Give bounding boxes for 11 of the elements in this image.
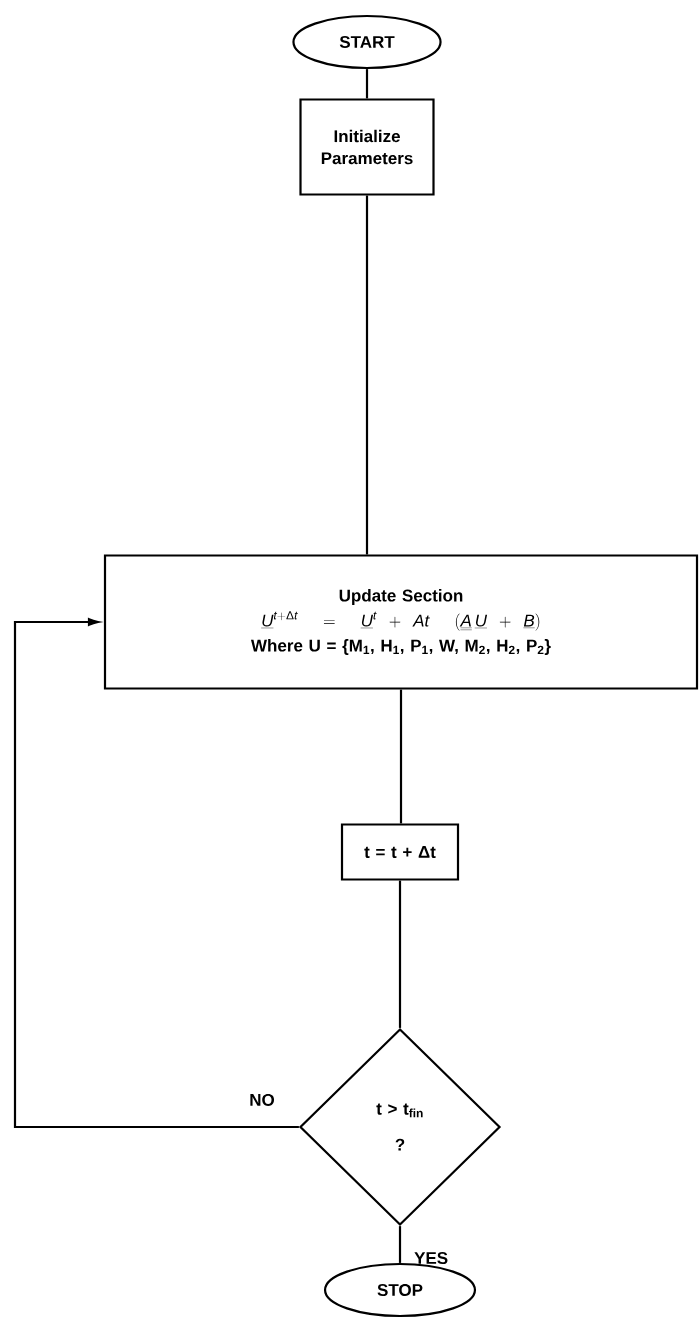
- edge-label: YES: [414, 1252, 448, 1265]
- process-box: t = t + Δt: [340, 823, 460, 881]
- edge-label: NO: [250, 1093, 275, 1106]
- process-box: Update Section $\underline{U}^{t+\Delta t} = \underline{U}^{t} + At\;(\underline{\underline{A}}\,\underline{U} + \underline{B})$ Where U = {M$_{1}$, H$_{1}$, P$_{1}$, W, M$_{2}$, H$_{2}$, P$_{2}$}: [103, 554, 699, 690]
- connector-line: [365, 195, 369, 555]
- connector-line: [398, 1226, 402, 1263]
- arrow: [13, 618, 299, 1129]
- connector-line: [365, 69, 369, 99]
- connector-line: [398, 880, 402, 1028]
- connector-line: [399, 689, 403, 824]
- process-box: Initialize Parameters: [299, 98, 435, 196]
